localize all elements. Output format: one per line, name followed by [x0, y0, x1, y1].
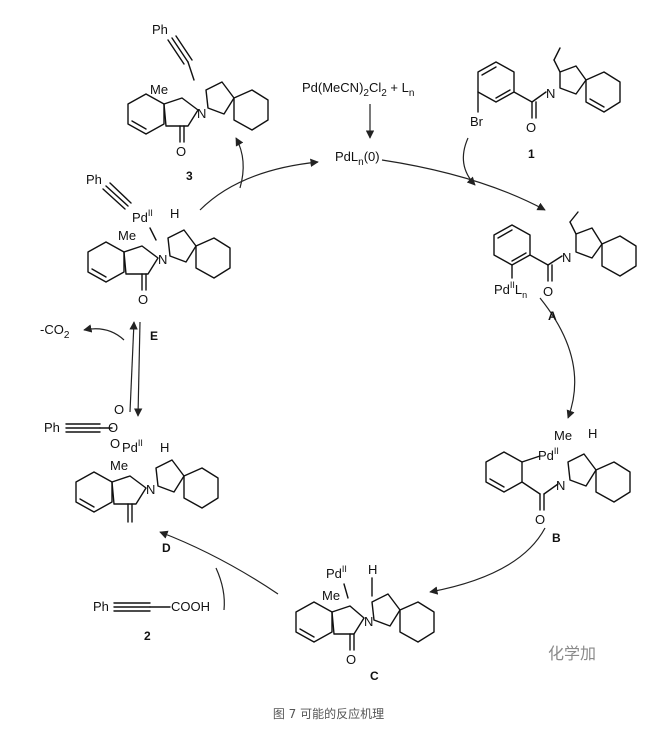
svg-text:1: 1	[528, 147, 535, 161]
svg-text:N: N	[146, 482, 155, 497]
svg-text:H: H	[160, 440, 169, 455]
D-metal: PdII	[122, 438, 143, 455]
arrow-pd0-to-A	[381, 159, 546, 211]
svg-text:O: O	[108, 420, 118, 435]
svg-text:D: D	[162, 541, 171, 555]
svg-text:2: 2	[144, 629, 151, 643]
svg-text:N: N	[158, 252, 167, 267]
arrow-E-to-D	[133, 321, 143, 417]
watermark: 化学加	[548, 644, 597, 663]
svg-text:O: O	[346, 652, 356, 667]
intermediate-B: PdII Me H O N B	[485, 426, 631, 545]
svg-text:H: H	[588, 426, 597, 441]
svg-text:3: 3	[186, 169, 193, 183]
E-metal: PdII	[132, 208, 153, 225]
C-metal: PdII	[326, 564, 347, 581]
svg-text:Ph: Ph	[86, 172, 102, 187]
arrow-substrate-in	[462, 137, 476, 186]
arrow-C-to-D	[159, 530, 279, 595]
svg-text:O: O	[526, 120, 536, 135]
product-3: Ph Me O N 3	[127, 22, 269, 183]
svg-text:O: O	[138, 292, 148, 307]
arrow-co2-out	[83, 324, 125, 341]
svg-text:O: O	[543, 284, 553, 299]
reagent-2: Ph COOH 2	[93, 599, 210, 643]
svg-text:C: C	[370, 669, 379, 683]
svg-text:N: N	[364, 614, 373, 629]
arrow-D-to-E	[129, 321, 138, 413]
svg-text:Ph: Ph	[44, 420, 60, 435]
svg-text:Me: Me	[118, 228, 136, 243]
svg-text:Me: Me	[554, 428, 572, 443]
arrow-to-product-3	[235, 137, 244, 189]
svg-text:E: E	[150, 329, 158, 343]
B-metal: PdII	[538, 446, 559, 463]
intermediate-A: O N PdIILn A	[493, 211, 637, 323]
intermediate-C: PdII H Me O N C	[295, 562, 435, 683]
A-metal: PdIILn	[494, 280, 527, 300]
precatalyst-formula: Pd(MeCN)2Cl2 + Ln	[302, 80, 414, 99]
svg-text:Me: Me	[110, 458, 128, 473]
cycle-arrows	[83, 104, 576, 611]
svg-text:A: A	[548, 309, 557, 323]
svg-text:Br: Br	[470, 114, 484, 129]
svg-text:O: O	[176, 144, 186, 159]
svg-text:N: N	[562, 250, 571, 265]
svg-text:H: H	[368, 562, 377, 577]
svg-text:COOH: COOH	[171, 599, 210, 614]
svg-text:H: H	[170, 206, 179, 221]
compound-1: Br O N 1	[470, 47, 621, 161]
intermediate-D: Ph O O O PdII H Me N D	[44, 402, 219, 555]
svg-text:Me: Me	[150, 82, 168, 97]
figure-caption: 图 7 可能的反应机理	[272, 707, 385, 721]
svg-text:O: O	[114, 402, 124, 417]
co2-loss: -CO2	[40, 322, 70, 341]
svg-text:Ph: Ph	[93, 599, 109, 614]
svg-text:N: N	[197, 106, 206, 121]
arrow-B-to-C	[429, 527, 546, 595]
intermediate-E: Ph PdII H Me O N E	[86, 172, 231, 343]
arrow-acid-in	[215, 567, 225, 611]
svg-text:Me: Me	[322, 588, 340, 603]
arrow-A-to-B	[539, 297, 576, 419]
svg-text:O: O	[535, 512, 545, 527]
svg-text:N: N	[556, 478, 565, 493]
svg-text:O: O	[110, 436, 120, 451]
svg-text:N: N	[546, 86, 555, 101]
arrow-E-to-pd0	[199, 158, 319, 211]
svg-text:B: B	[552, 531, 561, 545]
catalyst-pd0: PdLn(0)	[335, 149, 380, 168]
svg-text:Ph: Ph	[152, 22, 168, 37]
